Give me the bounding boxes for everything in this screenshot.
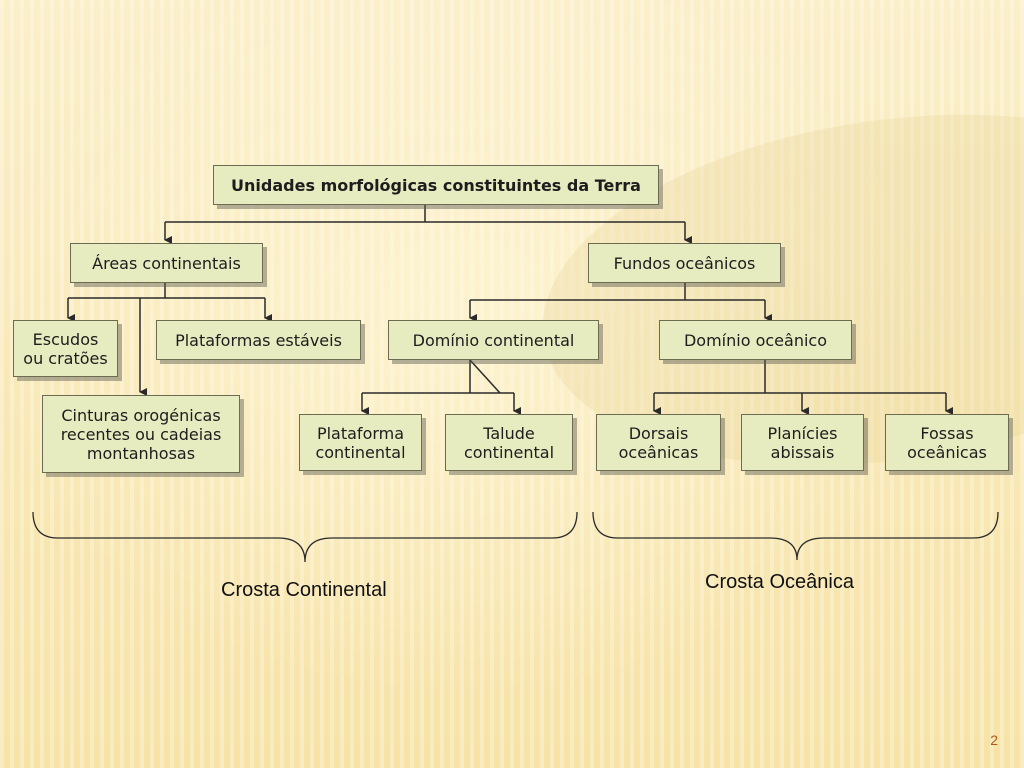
node-plataforma-continental: Plataforma continental bbox=[299, 414, 422, 471]
node-escudos: Escudos ou cratões bbox=[13, 320, 118, 377]
node-root: Unidades morfológicas constituintes da T… bbox=[213, 165, 659, 205]
node-planicies-abissais: Planícies abissais bbox=[741, 414, 864, 471]
node-cinturas-orogenicas: Cinturas orogénicas recentes ou cadeias … bbox=[42, 395, 240, 473]
label-crosta-continental: Crosta Continental bbox=[221, 579, 387, 601]
node-talude-continental: Talude continental bbox=[445, 414, 573, 471]
node-dominio-oceanico: Domínio oceânico bbox=[659, 320, 852, 360]
brace-oceanica bbox=[592, 511, 999, 561]
page-number: 2 bbox=[990, 732, 998, 748]
node-areas-continentais: Áreas continentais bbox=[70, 243, 263, 283]
brace-continental bbox=[32, 511, 578, 563]
node-dominio-continental: Domínio continental bbox=[388, 320, 599, 360]
node-dorsais-oceanicas: Dorsais oceânicas bbox=[596, 414, 721, 471]
node-plataformas-estaveis: Plataformas estáveis bbox=[156, 320, 361, 360]
node-fossas-oceanicas: Fossas oceânicas bbox=[885, 414, 1009, 471]
node-fundos-oceanicos: Fundos oceânicos bbox=[588, 243, 781, 283]
label-crosta-oceanica: Crosta Oceânica bbox=[705, 571, 854, 593]
